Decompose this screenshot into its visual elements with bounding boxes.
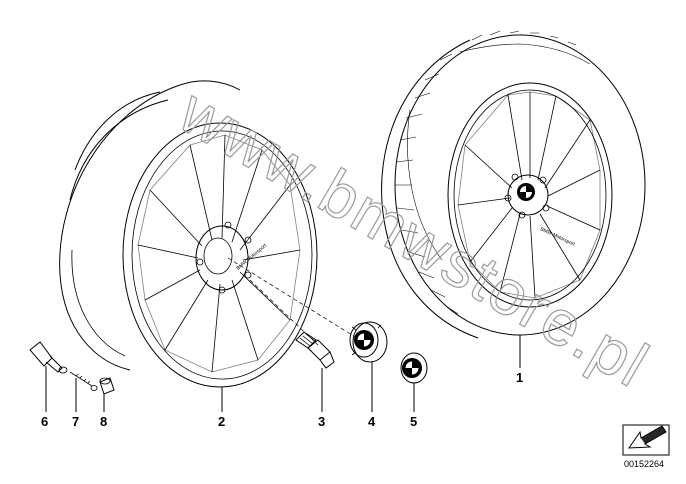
rim-marking-1: BMW Motorsport xyxy=(539,226,576,248)
tire-valve[interactable] xyxy=(29,341,68,412)
nav-box[interactable] xyxy=(622,424,670,456)
callout-1[interactable]: 1 xyxy=(516,370,523,385)
valve-cap[interactable] xyxy=(99,377,115,412)
wheel-bolt[interactable] xyxy=(295,331,335,412)
callout-8[interactable]: 8 xyxy=(100,414,107,429)
callout-4[interactable]: 4 xyxy=(368,414,376,429)
watermark-text: www.bmwstore.pl xyxy=(167,74,661,401)
roundel-icon xyxy=(354,330,374,350)
callout-5[interactable]: 5 xyxy=(410,414,417,429)
rim-marking-2: BMW Motorsport xyxy=(235,242,268,271)
document-number: 00152264 xyxy=(624,459,664,469)
complete-wheel-with-tire[interactable]: BMW Motorsport xyxy=(381,30,646,368)
rim-spokes xyxy=(137,134,301,373)
callout-3[interactable]: 3 xyxy=(318,414,325,429)
callout-7[interactable]: 7 xyxy=(72,414,79,429)
tire-tread xyxy=(395,30,591,315)
roundel-icon xyxy=(402,358,422,378)
arrow-down-left-icon xyxy=(628,425,667,449)
callout-6[interactable]: 6 xyxy=(41,414,48,429)
wheel-spokes xyxy=(457,91,601,299)
valve-insert[interactable] xyxy=(69,371,98,412)
emblem[interactable] xyxy=(400,352,428,412)
roundel-icon xyxy=(517,183,535,201)
hub-cap[interactable] xyxy=(349,321,388,412)
assembly-line-hub xyxy=(227,257,361,341)
callout-2[interactable]: 2 xyxy=(218,414,225,429)
